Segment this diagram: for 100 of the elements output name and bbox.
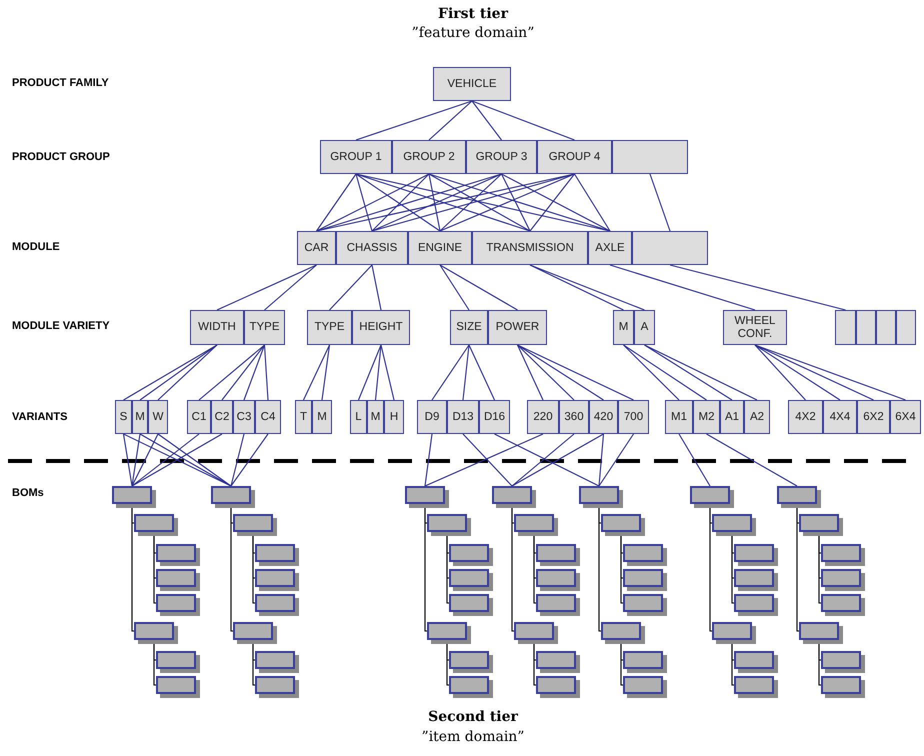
connector-line [264,344,269,400]
connector-line [501,174,610,232]
connector-line [316,174,430,232]
connector-line [754,344,806,400]
module-box: TRANSMISSION [472,231,588,265]
module-variety-box: HEIGHT [352,310,410,345]
connector-line [623,344,680,400]
level-label: PRODUCT GROUP [12,151,110,163]
connector-line [472,100,575,141]
module-box: CHASSIS [336,231,408,265]
connector-line [132,434,158,486]
module-variety-box [876,310,896,345]
module-box: CAR [297,231,336,265]
connector-line [670,264,846,311]
product-family-box: VEHICLE [433,67,511,101]
connector-line [355,174,373,232]
connector-line [598,434,604,486]
connector-line [517,344,574,400]
tier-subtitle: ”feature domain” [412,25,534,41]
connector-line [230,434,268,486]
connector-line [230,434,245,486]
connector-line [440,174,575,232]
level-label: BOMs [12,487,44,499]
connector-line [216,264,317,310]
connector-line [598,434,634,486]
connector-line [501,174,530,232]
product-group-box: GROUP 1 [320,140,392,174]
connector-line [462,434,512,486]
variant-box: 6X2 [857,400,890,434]
product-group-box: GROUP 2 [392,140,466,174]
connector-line [644,344,732,400]
connector-line [123,434,232,486]
connector-line [754,344,840,400]
product-group-box: GROUP 3 [466,140,537,174]
connector-line [380,344,395,400]
connector-line [517,344,544,400]
connector-line [158,344,218,400]
connector-line [610,264,756,311]
variant-box: C4 [255,400,281,434]
module-box: ENGINE [408,231,472,265]
connector-line [432,344,470,400]
connector-line [131,434,141,486]
connector-line [754,344,874,400]
module-box: AXLE [588,231,632,265]
connector-line [440,174,502,232]
variant-box: D16 [479,400,510,434]
variant-box: T [295,400,312,434]
level-label: MODULE [12,241,60,253]
connector-line [356,174,440,232]
variant-box: S [115,400,132,434]
connector-line [123,344,218,400]
connector-line [371,264,382,310]
module-variety-box: WHEEL CONF. [723,310,787,345]
connector-line [222,344,265,400]
connector-line [468,344,495,400]
variant-box: 4X2 [788,400,823,434]
connector-line [623,344,707,400]
variant-box: A1 [720,400,744,434]
connector-line [530,264,624,310]
variant-box: A2 [744,400,770,434]
connector-line [158,434,232,486]
tier-title: Second tier [428,709,518,725]
connector-line [358,344,382,400]
module-variety-box [856,310,876,345]
connector-line [644,344,758,400]
connector-line [329,264,372,310]
variant-box: M [367,400,384,434]
module-variety-box [896,310,916,345]
module-variety-box: TYPE [244,310,285,345]
variant-box: D13 [447,400,479,434]
connector-line [428,174,441,232]
connector-line [494,434,600,486]
variant-box: C3 [233,400,255,434]
connector-line [440,264,518,310]
product-group-box: GROUP 4 [537,140,612,174]
variant-box: 700 [618,400,649,434]
connector-line [428,173,610,232]
connector-line [198,344,265,400]
connector-line [678,434,710,486]
connector-line [428,100,472,140]
module-variety-box: WIDTH [190,310,244,345]
connector-line [530,264,645,311]
connector-line [140,434,232,486]
variant-box: 360 [559,400,589,434]
connector-line [472,100,502,140]
connector-line [424,434,433,486]
module-variety-box: M [613,310,634,345]
variant-box: D9 [417,400,447,434]
connector-line [706,434,798,486]
variant-box: M [132,400,148,434]
module-variety-box [835,310,856,345]
connector-line [316,174,356,232]
connector-line [440,264,470,310]
connector-line [132,434,200,486]
connector-line [356,100,472,141]
connector-line [321,344,330,400]
variant-box: 4X4 [823,400,857,434]
connector-line [424,434,544,486]
connector-line [428,174,530,232]
connector-line [356,173,530,232]
